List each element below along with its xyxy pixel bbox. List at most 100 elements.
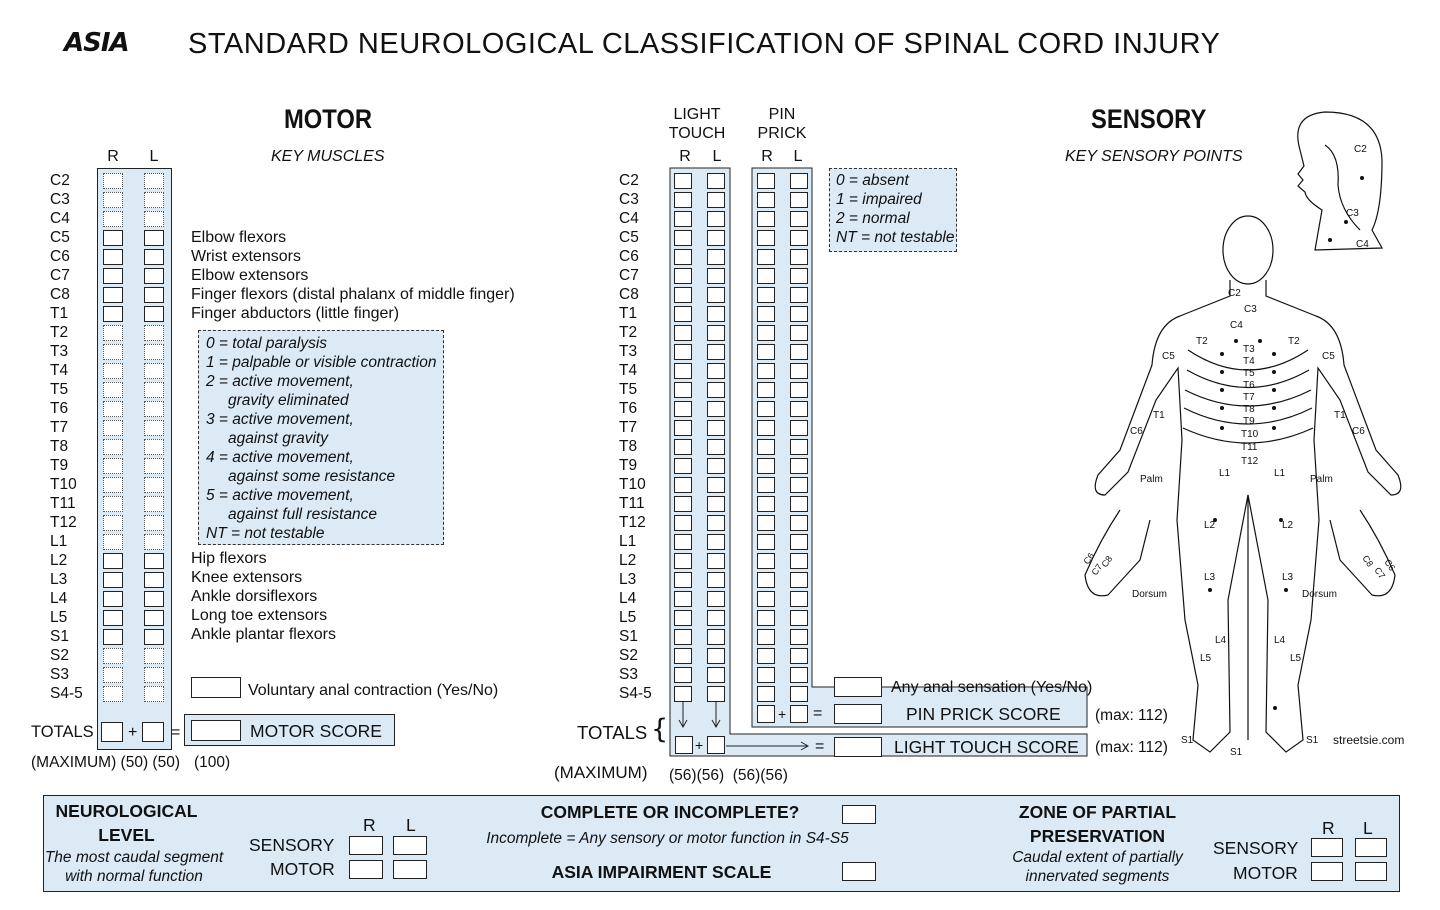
pp-cell-r-T7[interactable] bbox=[757, 420, 775, 436]
lt-cell-l-T1[interactable] bbox=[707, 306, 725, 322]
motor-cell-l-L5[interactable] bbox=[144, 610, 164, 626]
pp-cell-l-C2[interactable] bbox=[790, 173, 808, 189]
motor-cell-r-L2[interactable] bbox=[103, 553, 123, 569]
pp-cell-l-C3[interactable] bbox=[790, 192, 808, 208]
motor-cell-r-T1[interactable] bbox=[103, 306, 123, 322]
pp-cell-r-T5[interactable] bbox=[757, 382, 775, 398]
motor-cell-l-L3[interactable] bbox=[144, 572, 164, 588]
lt-cell-r-L4[interactable] bbox=[674, 591, 692, 607]
pp-cell-r-T4[interactable] bbox=[757, 363, 775, 379]
lt-cell-l-T3[interactable] bbox=[707, 344, 725, 360]
pp-cell-r-L5[interactable] bbox=[757, 610, 775, 626]
lt-cell-l-T6[interactable] bbox=[707, 401, 725, 417]
lt-cell-r-T10[interactable] bbox=[674, 477, 692, 493]
nl-motor-r[interactable] bbox=[349, 860, 383, 879]
lt-cell-l-T11[interactable] bbox=[707, 496, 725, 512]
pp-cell-r-L4[interactable] bbox=[757, 591, 775, 607]
pp-cell-l-L2[interactable] bbox=[790, 553, 808, 569]
pp-cell-r-T10[interactable] bbox=[757, 477, 775, 493]
lt-cell-r-L3[interactable] bbox=[674, 572, 692, 588]
pp-cell-r-S2[interactable] bbox=[757, 648, 775, 664]
pp-cell-l-S1[interactable] bbox=[790, 629, 808, 645]
pp-cell-r-L3[interactable] bbox=[757, 572, 775, 588]
pp-cell-l-L4[interactable] bbox=[790, 591, 808, 607]
pp-cell-r-T9[interactable] bbox=[757, 458, 775, 474]
lt-cell-r-T1[interactable] bbox=[674, 306, 692, 322]
light-touch-score-box[interactable] bbox=[834, 737, 882, 757]
pp-cell-l-T2[interactable] bbox=[790, 325, 808, 341]
zpp-sensory-l[interactable] bbox=[1355, 838, 1387, 857]
pp-cell-r-T6[interactable] bbox=[757, 401, 775, 417]
pp-cell-l-T9[interactable] bbox=[790, 458, 808, 474]
lt-cell-l-C3[interactable] bbox=[707, 192, 725, 208]
lt-cell-r-C4[interactable] bbox=[674, 211, 692, 227]
pp-cell-r-T8[interactable] bbox=[757, 439, 775, 455]
pp-cell-r-T1[interactable] bbox=[757, 306, 775, 322]
pp-cell-r-C5[interactable] bbox=[757, 230, 775, 246]
pp-cell-r-C4[interactable] bbox=[757, 211, 775, 227]
motor-total-l[interactable] bbox=[142, 722, 164, 742]
lt-cell-r-L2[interactable] bbox=[674, 553, 692, 569]
pp-cell-l-S3[interactable] bbox=[790, 667, 808, 683]
lt-cell-r-T11[interactable] bbox=[674, 496, 692, 512]
motor-cell-r-C7[interactable] bbox=[103, 268, 123, 284]
pp-cell-r-L1[interactable] bbox=[757, 534, 775, 550]
lt-cell-r-S2[interactable] bbox=[674, 648, 692, 664]
pp-cell-r-S4-5[interactable] bbox=[757, 686, 775, 702]
lt-cell-r-C2[interactable] bbox=[674, 173, 692, 189]
lt-cell-l-S2[interactable] bbox=[707, 648, 725, 664]
pp-cell-l-T11[interactable] bbox=[790, 496, 808, 512]
pp-cell-l-T10[interactable] bbox=[790, 477, 808, 493]
nl-sensory-r[interactable] bbox=[349, 836, 383, 855]
motor-score-box[interactable] bbox=[191, 720, 241, 741]
lt-cell-l-T4[interactable] bbox=[707, 363, 725, 379]
pp-cell-r-C6[interactable] bbox=[757, 249, 775, 265]
pp-cell-r-T11[interactable] bbox=[757, 496, 775, 512]
lt-total-l[interactable] bbox=[707, 736, 725, 754]
pp-cell-l-T3[interactable] bbox=[790, 344, 808, 360]
pp-cell-l-C8[interactable] bbox=[790, 287, 808, 303]
motor-cell-l-T1[interactable] bbox=[144, 306, 164, 322]
pp-cell-l-T4[interactable] bbox=[790, 363, 808, 379]
pp-cell-r-L2[interactable] bbox=[757, 553, 775, 569]
zpp-motor-r[interactable] bbox=[1311, 862, 1343, 881]
motor-cell-r-C8[interactable] bbox=[103, 287, 123, 303]
zpp-sensory-r[interactable] bbox=[1311, 838, 1343, 857]
lt-cell-r-T5[interactable] bbox=[674, 382, 692, 398]
motor-cell-r-L3[interactable] bbox=[103, 572, 123, 588]
lt-cell-l-C6[interactable] bbox=[707, 249, 725, 265]
pin-prick-score-box[interactable] bbox=[834, 704, 882, 724]
nl-motor-l[interactable] bbox=[393, 860, 427, 879]
lt-cell-l-L5[interactable] bbox=[707, 610, 725, 626]
voluntary-anal-box[interactable] bbox=[191, 677, 241, 698]
pp-total-r[interactable] bbox=[757, 705, 775, 723]
lt-cell-r-S3[interactable] bbox=[674, 667, 692, 683]
complete-box[interactable] bbox=[842, 805, 876, 824]
lt-cell-r-C8[interactable] bbox=[674, 287, 692, 303]
pp-cell-r-S3[interactable] bbox=[757, 667, 775, 683]
lt-cell-l-S3[interactable] bbox=[707, 667, 725, 683]
lt-cell-r-T12[interactable] bbox=[674, 515, 692, 531]
lt-cell-l-T7[interactable] bbox=[707, 420, 725, 436]
pp-cell-l-T6[interactable] bbox=[790, 401, 808, 417]
pp-cell-r-C2[interactable] bbox=[757, 173, 775, 189]
lt-cell-l-T12[interactable] bbox=[707, 515, 725, 531]
lt-cell-r-T7[interactable] bbox=[674, 420, 692, 436]
lt-cell-l-C5[interactable] bbox=[707, 230, 725, 246]
lt-cell-l-C2[interactable] bbox=[707, 173, 725, 189]
pp-cell-l-L1[interactable] bbox=[790, 534, 808, 550]
nl-sensory-l[interactable] bbox=[393, 836, 427, 855]
pp-cell-l-L5[interactable] bbox=[790, 610, 808, 626]
motor-cell-l-C7[interactable] bbox=[144, 268, 164, 284]
lt-cell-l-T9[interactable] bbox=[707, 458, 725, 474]
pp-cell-l-T12[interactable] bbox=[790, 515, 808, 531]
pp-cell-l-L3[interactable] bbox=[790, 572, 808, 588]
pp-total-l[interactable] bbox=[790, 705, 808, 723]
motor-cell-r-C5[interactable] bbox=[103, 230, 123, 246]
any-anal-box[interactable] bbox=[834, 677, 882, 697]
pp-cell-l-T1[interactable] bbox=[790, 306, 808, 322]
lt-total-r[interactable] bbox=[675, 736, 693, 754]
lt-cell-r-L5[interactable] bbox=[674, 610, 692, 626]
pp-cell-l-T7[interactable] bbox=[790, 420, 808, 436]
pp-cell-r-C7[interactable] bbox=[757, 268, 775, 284]
